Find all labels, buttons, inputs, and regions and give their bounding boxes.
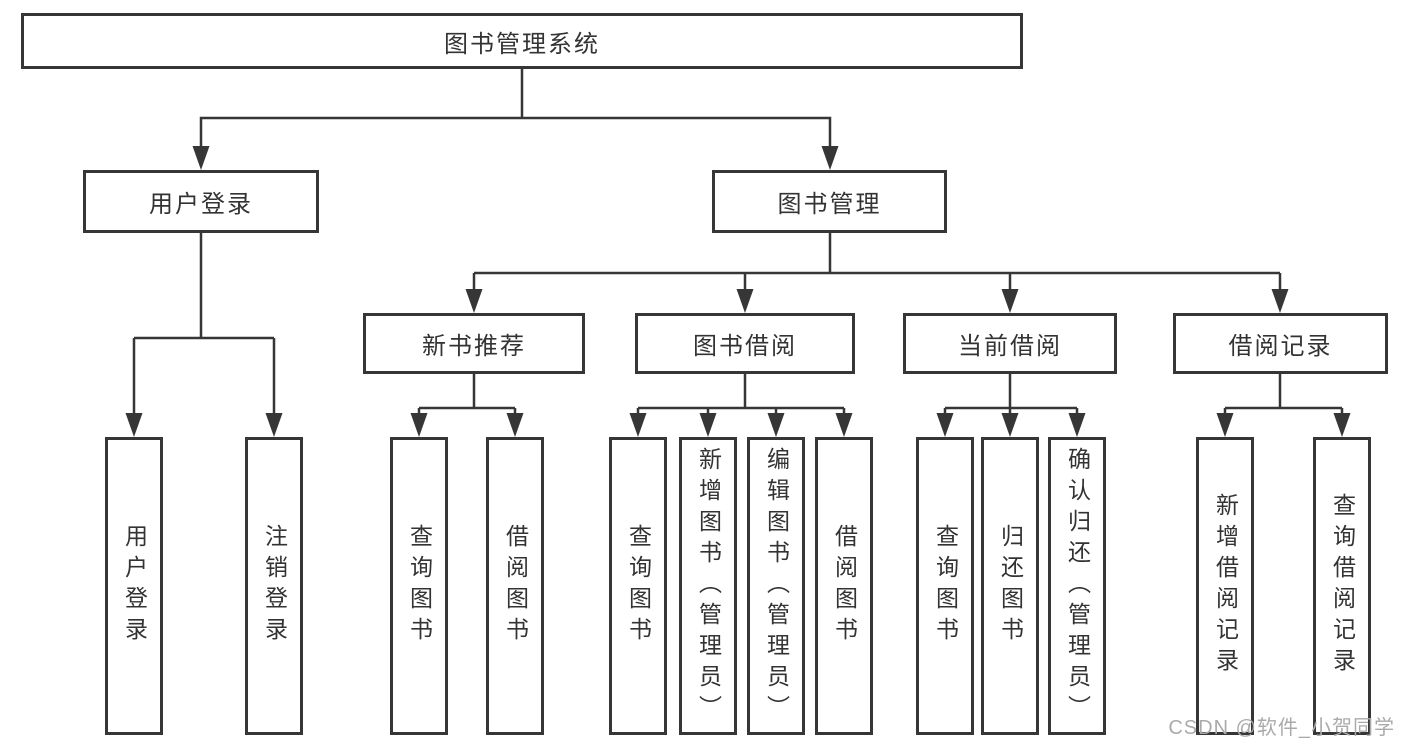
node-book-borrowing: 图书借阅 [635, 313, 855, 374]
leaf-add-borrow-record-label: 新增借阅记录 [1212, 493, 1239, 679]
arrowhead-down-icon [192, 146, 210, 170]
watermark-text: CSDN @软件_小贺同学 [1168, 717, 1395, 739]
leaf-borrow-books-borrowing: 借阅图书 [815, 437, 873, 735]
leaf-confirm-return-admin: 确认归还（管理员） [1048, 437, 1106, 735]
leaf-query-books-current: 查询图书 [916, 437, 974, 735]
node-user-login: 用户登录 [83, 170, 319, 233]
node-new-book-recommend-label: 新书推荐 [422, 333, 526, 360]
node-library-system-label: 图书管理系统 [444, 30, 600, 58]
arrowhead-down-icon [506, 413, 524, 437]
arrowhead-down-icon [767, 413, 785, 437]
leaf-return-books: 归还图书 [981, 437, 1039, 735]
arrowhead-down-icon [1271, 289, 1289, 313]
arrowhead-down-icon [125, 413, 143, 437]
leaf-query-books-recommend-label: 查询图书 [406, 524, 433, 648]
leaf-logout: 注销登录 [245, 437, 303, 735]
leaf-edit-books-admin-label: 编辑图书（管理员） [763, 446, 790, 726]
leaf-user-login-label: 用户登录 [121, 524, 148, 648]
leaf-query-borrow-record: 查询借阅记录 [1313, 437, 1371, 735]
leaf-add-books-admin-label: 新增图书（管理员） [695, 446, 722, 726]
node-borrow-records: 借阅记录 [1173, 313, 1388, 374]
arrowhead-down-icon [936, 413, 954, 437]
arrowhead-down-icon [1333, 413, 1351, 437]
leaf-edit-books-admin: 编辑图书（管理员） [747, 437, 805, 735]
node-library-system: 图书管理系统 [21, 13, 1023, 69]
leaf-query-books-current-label: 查询图书 [932, 524, 959, 648]
arrowhead-down-icon [265, 413, 283, 437]
leaf-borrow-books-borrowing-label: 借阅图书 [831, 524, 858, 648]
arrowhead-down-icon [1068, 413, 1086, 437]
leaf-user-login: 用户登录 [105, 437, 163, 735]
connector-paths [132, 69, 1344, 429]
node-user-login-label: 用户登录 [149, 191, 253, 218]
arrowhead-down-icon [1001, 289, 1019, 313]
leaf-add-borrow-record: 新增借阅记录 [1196, 437, 1254, 735]
leaf-logout-label: 注销登录 [261, 524, 288, 648]
arrowhead-down-icon [410, 413, 428, 437]
leaf-query-books-recommend: 查询图书 [390, 437, 448, 735]
node-current-borrowing: 当前借阅 [903, 313, 1117, 374]
leaf-query-borrow-record-label: 查询借阅记录 [1329, 493, 1356, 679]
leaf-return-books-label: 归还图书 [997, 524, 1024, 648]
leaf-borrow-books-recommend-label: 借阅图书 [502, 524, 529, 648]
arrowheads [125, 146, 1351, 437]
node-book-borrowing-label: 图书借阅 [693, 333, 797, 360]
arrowhead-down-icon [1001, 413, 1019, 437]
leaf-borrow-books-recommend: 借阅图书 [486, 437, 544, 735]
node-borrow-records-label: 借阅记录 [1228, 333, 1333, 360]
arrowhead-down-icon [699, 413, 717, 437]
arrowhead-down-icon [736, 289, 754, 313]
leaf-confirm-return-admin-label: 确认归还（管理员） [1064, 446, 1091, 726]
node-new-book-recommend: 新书推荐 [363, 313, 585, 374]
arrowhead-down-icon [1216, 413, 1234, 437]
arrowhead-down-icon [835, 413, 853, 437]
node-current-borrowing-label: 当前借阅 [958, 333, 1062, 360]
arrowhead-down-icon [821, 146, 839, 170]
arrowhead-down-icon [465, 289, 483, 313]
node-book-management: 图书管理 [712, 170, 947, 233]
leaf-add-books-admin: 新增图书（管理员） [679, 437, 737, 735]
node-book-management-label: 图书管理 [777, 191, 882, 218]
leaf-query-books-borrowing-label: 查询图书 [625, 524, 652, 648]
arrowhead-down-icon [629, 413, 647, 437]
leaf-query-books-borrowing: 查询图书 [609, 437, 667, 735]
